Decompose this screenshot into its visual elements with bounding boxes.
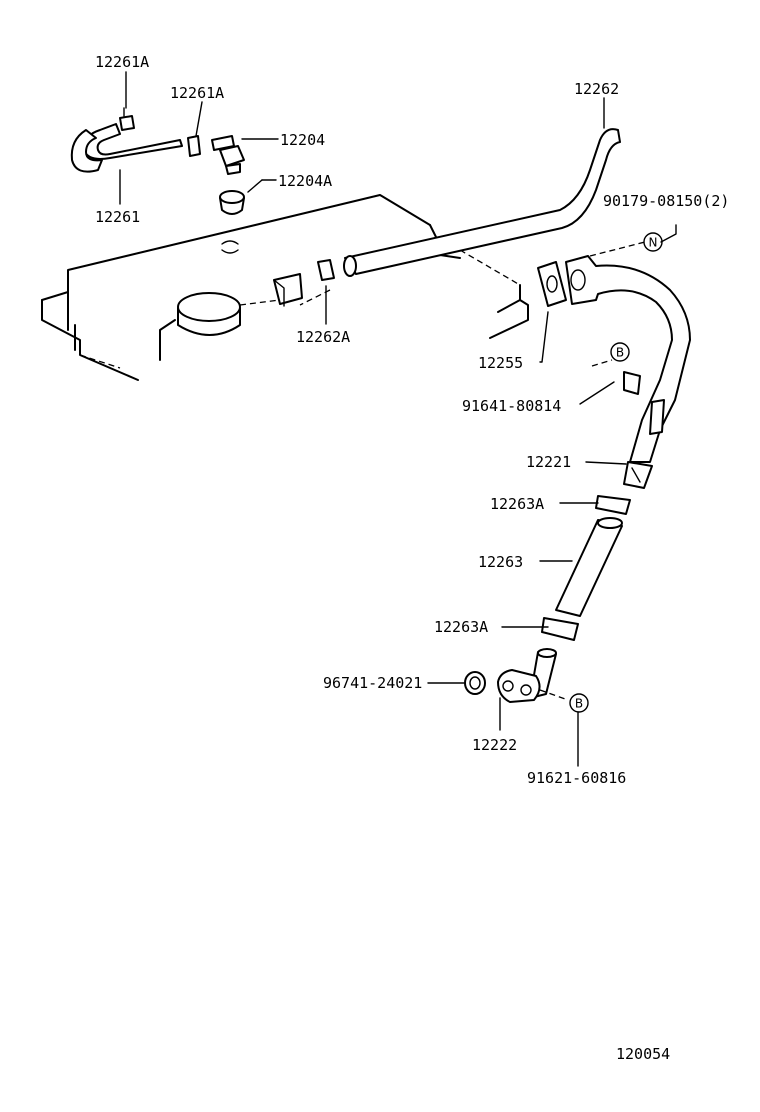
grommet-12204A: [219, 190, 245, 215]
label-96741: 96741-24021: [323, 674, 422, 692]
oil-filler-cap: [177, 292, 241, 336]
label-12261A-top: 12261A: [95, 53, 149, 71]
cover-clip-mark: [221, 240, 239, 254]
label-12261A-second: 12261A: [170, 84, 224, 102]
label-12262: 12262: [574, 80, 619, 98]
label-12222: 12222: [472, 736, 517, 754]
label-90179: 90179-08150(2): [603, 192, 729, 210]
label-12262A: 12262A: [296, 328, 350, 346]
label-12221: 12221: [526, 453, 571, 471]
label-12263: 12263: [478, 553, 523, 571]
label-12263A-lower: 12263A: [434, 618, 488, 636]
label-12204A: 12204A: [278, 172, 332, 190]
marker-B-upper: B: [610, 342, 630, 362]
label-12261: 12261: [95, 208, 140, 226]
clamp-12262A: [273, 259, 335, 307]
label-12255: 12255: [478, 354, 523, 372]
label-91621: 91621-60816: [527, 769, 626, 787]
pcv-valve-12204: [211, 135, 245, 175]
label-12263A-upper: 12263A: [490, 495, 544, 513]
o-ring-96741: [464, 671, 486, 695]
label-91641: 91641-80814: [462, 397, 561, 415]
pipe-12221: [565, 255, 691, 489]
marker-n-text: N: [649, 236, 658, 250]
engine-head-cover: [41, 194, 529, 381]
label-12204: 12204: [280, 131, 325, 149]
hose-12262: [343, 128, 621, 277]
marker-b-upper-text: B: [616, 346, 624, 360]
part-labels: 12261A 12261A 12204 12204A 12261 12262 9…: [95, 53, 729, 1063]
hose-12261: [70, 123, 183, 173]
pipe-12222: [497, 648, 557, 703]
figure-id: 120054: [616, 1045, 670, 1063]
clamp-12263A-upper: [595, 495, 631, 515]
clamp-12261A-second: [187, 135, 201, 157]
leader-lines: [119, 71, 677, 767]
marker-N: N: [643, 232, 663, 252]
clamp-12263A-lower: [541, 617, 579, 641]
marker-B-lower: B: [569, 693, 589, 713]
gasket-12255: [537, 261, 567, 307]
clamp-12261A-top: [119, 107, 135, 131]
hose-12263: [555, 517, 623, 617]
marker-b-lower-text: B: [575, 697, 583, 711]
